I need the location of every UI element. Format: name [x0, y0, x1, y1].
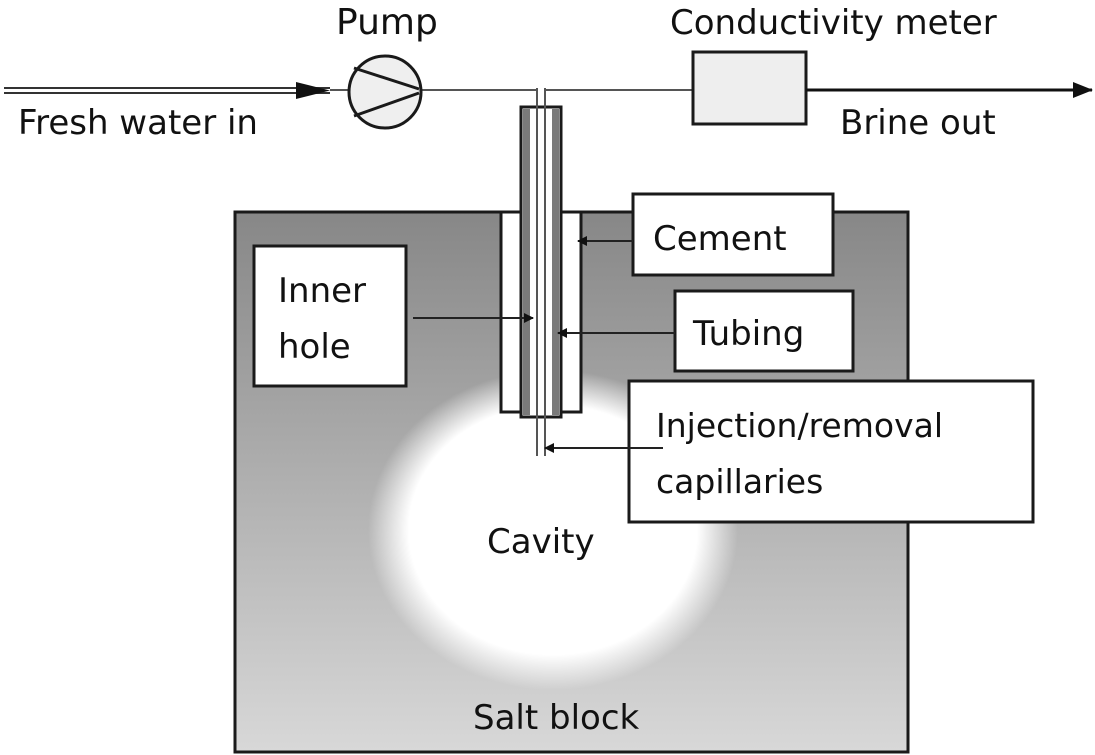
cement-label: Cement: [653, 219, 787, 259]
fresh-water-in-label: Fresh water in: [18, 103, 258, 143]
inner-hole-label-line1: Inner: [278, 271, 366, 311]
tubing-wall-right: [552, 109, 559, 415]
conductivity-meter-label: Conductivity meter: [670, 3, 997, 43]
injection-label-line1: Injection/removal: [656, 406, 943, 445]
cement-label-box: [631, 192, 835, 277]
tubing-label-box: [673, 289, 855, 373]
inner-hole-label-line2: hole: [278, 327, 351, 367]
fresh-water-arrow-icon: [296, 82, 330, 99]
inner-hole-label-box: [252, 244, 408, 388]
outlet-pipe: [544, 89, 693, 110]
brine-out-label: Brine out: [840, 103, 996, 143]
salt-block-label: Salt block: [473, 698, 640, 738]
injection-label-line2: capillaries: [656, 462, 823, 501]
tubing-wall-left: [523, 109, 530, 415]
pump-icon: [347, 54, 423, 130]
injection-label-box: [627, 379, 1035, 524]
cavity-label: Cavity: [487, 522, 595, 562]
pump-label: Pump: [336, 2, 438, 43]
tubing-label: Tubing: [692, 314, 804, 354]
inlet-pipe: [405, 89, 538, 110]
conductivity-meter-icon: [691, 50, 808, 126]
